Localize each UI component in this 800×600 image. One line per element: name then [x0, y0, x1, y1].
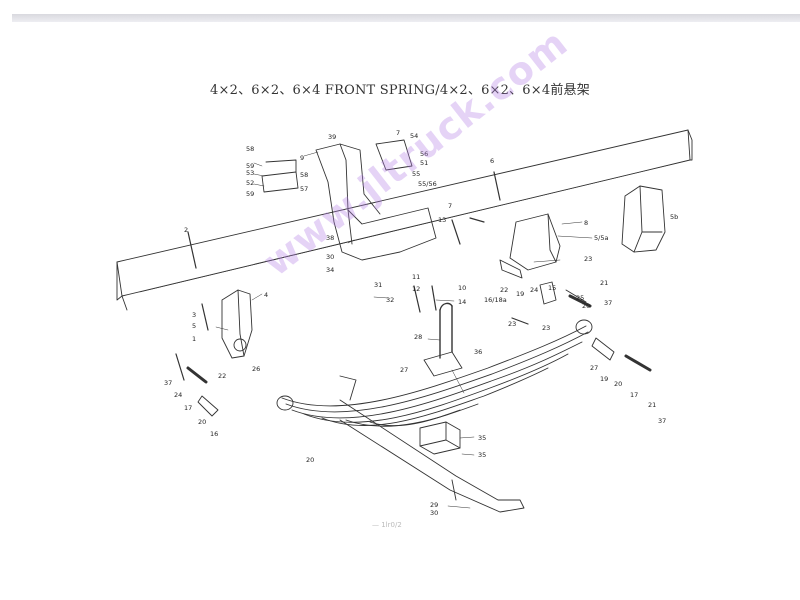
- callout-19: 19: [516, 290, 524, 298]
- leaf-spring-pack: [276, 319, 593, 427]
- callout-19-r: 19: [600, 375, 608, 383]
- shackle-bracket-5a: [509, 213, 561, 271]
- callout-7-mid: 7: [448, 202, 452, 210]
- callout-35-b: 35: [478, 451, 486, 459]
- callout-28: 28: [414, 333, 422, 341]
- callout-59-a: 59: [246, 162, 254, 170]
- callout-24-r: 24: [530, 286, 538, 294]
- callout-20-r2: 20: [614, 380, 622, 388]
- callout-20-l: 20: [198, 418, 206, 426]
- callout-5b: 5b: [670, 213, 678, 221]
- callout-22-b: 22: [218, 372, 226, 380]
- callout-20-r: 20: [582, 302, 590, 310]
- callout-5-5a: 5/5a: [594, 234, 608, 242]
- callout-30-b: 30: [430, 509, 438, 517]
- callout-34: 34: [326, 266, 334, 274]
- callout-6: 6: [490, 157, 494, 165]
- callout-20-b: 20: [306, 456, 314, 464]
- callout-54: 54: [410, 132, 418, 140]
- callout-25: 25: [576, 294, 584, 302]
- callout-30: 30: [326, 253, 334, 261]
- callout-3: 3: [192, 311, 196, 319]
- callout-21: 21: [600, 279, 608, 287]
- faint-footnote: — 1lr0/2: [372, 521, 402, 529]
- callout-38: 38: [326, 234, 334, 242]
- top-blocks: [261, 139, 413, 193]
- callout-10: 10: [458, 284, 466, 292]
- rear-bracket-5b: [621, 185, 666, 253]
- callout-13: 13: [438, 216, 446, 224]
- callout-37-r2: 37: [658, 417, 666, 425]
- frame-rail: [116, 129, 693, 311]
- callout-56: 56: [420, 150, 428, 158]
- callout-36: 36: [474, 348, 482, 356]
- callout-29: 29: [430, 501, 438, 509]
- callout-1: 1: [192, 335, 196, 343]
- callout-12: 12: [412, 285, 420, 293]
- callout-52: 52: [246, 179, 254, 187]
- callout-2: 2: [184, 226, 188, 234]
- callout-21-r: 21: [648, 401, 656, 409]
- callout-58-a: 58: [246, 145, 254, 153]
- callout-5: 5: [192, 322, 196, 330]
- scan-top-edge: [12, 14, 800, 22]
- callout-35-a: 35: [478, 434, 486, 442]
- callout-17-l: 17: [184, 404, 192, 412]
- pin-bushings: [186, 337, 652, 417]
- callout-51: 51: [420, 159, 428, 167]
- callout-55: 55: [412, 170, 420, 178]
- callout-14: 14: [458, 298, 466, 306]
- callout-37-r: 37: [604, 299, 612, 307]
- callout-26: 26: [252, 365, 260, 373]
- callout-labels: 58 59 53 52 59 58 57 9 39 7 54 56 51 55 …: [164, 129, 678, 517]
- callout-27: 27: [400, 366, 408, 374]
- callout-24-l: 24: [174, 391, 182, 399]
- callout-22-a: 22: [500, 286, 508, 294]
- callout-37-l: 37: [164, 379, 172, 387]
- cross-member-39: [315, 143, 437, 261]
- callout-11: 11: [412, 273, 420, 281]
- callout-27-r: 27: [590, 364, 598, 372]
- callout-9: 9: [300, 154, 304, 162]
- callout-55-56: 55/56: [418, 180, 437, 188]
- diagram-title: 4×2、6×2、6×4 FRONT SPRING/4×2、6×2、6×4前悬架: [210, 83, 590, 98]
- callout-16-l: 16: [210, 430, 218, 438]
- leader-lines: [215, 151, 593, 509]
- u-bolts: [423, 302, 463, 377]
- axle-seat: [419, 421, 461, 455]
- callout-31: 31: [374, 281, 382, 289]
- callout-59-b: 59: [246, 190, 254, 198]
- shackle-hardware: [499, 259, 592, 308]
- callout-32: 32: [386, 296, 394, 304]
- callout-57: 57: [300, 185, 308, 193]
- callout-23-b: 23: [542, 324, 550, 332]
- front-hanger-bracket: [221, 289, 253, 359]
- callout-15: 15: [548, 284, 556, 292]
- callout-17-r: 17: [630, 391, 638, 399]
- callout-53: 53: [246, 169, 254, 177]
- callout-8: 8: [584, 219, 588, 227]
- bolts: [175, 171, 529, 381]
- callout-58-c: 58: [300, 171, 308, 179]
- callout-7-top: 7: [396, 129, 400, 137]
- callout-23-c: 23: [508, 320, 516, 328]
- callout-4: 4: [264, 291, 268, 299]
- front-axle-beam: [339, 375, 525, 513]
- callout-16-18a: 16/18a: [484, 296, 507, 304]
- callout-39-top: 39: [328, 133, 336, 141]
- callout-23-a: 23: [584, 255, 592, 263]
